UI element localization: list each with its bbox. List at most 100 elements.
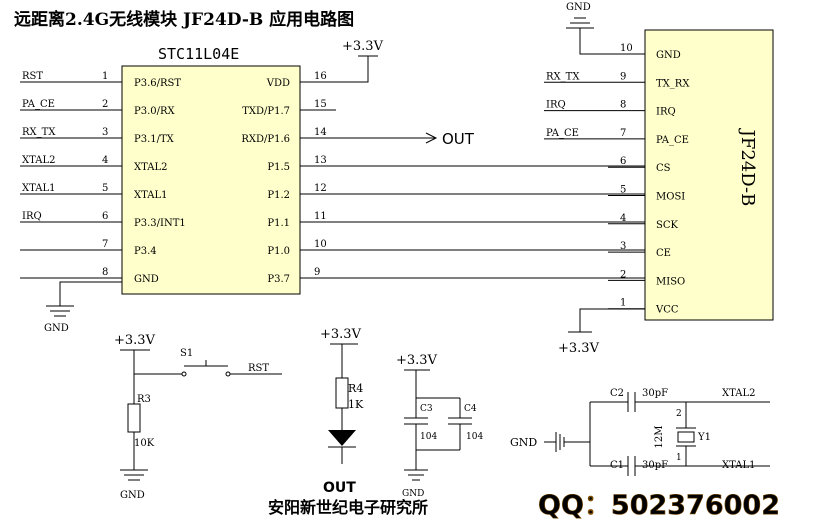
mcu-pin-number: 10 [314,239,327,250]
module-net-label: IRQ [546,100,566,111]
mcu-pin-number: 4 [102,155,108,166]
y1-pin2: 2 [676,409,682,419]
mcu-gnd: GND [44,281,122,334]
mcu-pin-name: XTAL1 [134,190,167,201]
mcu-pin-name: P3.4 [134,246,157,257]
mcu-ic: STC11L04E 1P3.6/RSTRST2P3.0/RXPA_CE3P3.1… [20,45,336,295]
mcu-net-label: PA_CE [22,99,55,110]
module-pin-number: 2 [620,269,626,280]
r4-resistor [335,377,349,409]
mcu-net-label: XTAL2 [22,155,55,166]
mcu-gnd-label: GND [44,323,69,334]
c4-value: 104 [466,432,483,442]
mcu-net-label: RST [22,71,43,82]
mcu-pin-number: 12 [314,183,327,194]
mcu-pin-number: 7 [102,239,108,250]
c2-label: C2 [610,388,624,399]
module-net-label: PA_CE [546,128,579,139]
mcu-pin-name: TXD/P1.7 [242,106,290,117]
mcu-pin-name: XTAL2 [134,162,167,173]
reset-vcc-label: +3.3V [114,333,156,348]
led-circuit: +3.3V R4 1K OUT [320,327,364,496]
cap-gnd-label: GND [402,489,424,499]
led-vcc-label: +3.3V [320,327,362,342]
r3-resistor [127,403,141,433]
mcu-pin-name: P3.7 [267,274,290,285]
c2-value: 30pF [642,388,668,399]
s1-label: S1 [180,348,193,359]
mcu-pin-number: 13 [314,155,327,166]
vdd-wire [300,56,369,83]
uart-out-arrow: OUT [300,130,475,148]
mcu-name: STC11L04E [158,45,239,63]
r4-value: 1K [348,398,364,411]
mcu-net-label: IRQ [22,211,42,222]
spi-bus-wires [300,109,645,279]
out-arrowhead [425,132,438,144]
reset-net-label: RST [248,363,269,374]
module-pin-name: CS [656,163,671,174]
mcu-net-label: RX_TX [22,127,56,138]
module-pin-name: SCK [656,220,679,231]
module-pin-number: 7 [620,128,626,139]
led-diode [328,430,356,446]
c1-value: 30pF [642,460,668,471]
module-pin-number: 5 [620,185,626,196]
qq-contact: QQ：502376002 [538,490,780,520]
mcu-pin-number: 3 [102,127,108,138]
rf-module: JF24D-B 10GND9TX_RXRX_TX8IRQIRQ7PA_CEPA_… [544,29,774,321]
mcu-pin-number: 11 [314,211,327,222]
led-out-label: OUT [323,480,356,496]
mcu-pin-number: 8 [102,267,108,278]
mcu-pin-name: GND [134,274,159,285]
y1-pin1: 1 [676,453,682,463]
mcu-net-label: XTAL1 [22,183,55,194]
r3-value: 10K [134,438,155,449]
mcu-pin-number: 14 [314,127,327,138]
decoupling-caps: +3.3V C3 C4 104 104 GND [396,353,483,499]
mcu-pin-number: 9 [314,267,320,278]
module-net-label: RX_TX [546,71,580,82]
module-pin-number: 10 [620,43,633,54]
module-name: JF24D-B [737,128,758,207]
mcu-left-pins: 1P3.6/RSTRST2P3.0/RXPA_CE3P3.1/TXRX_TX4X… [20,71,186,285]
module-gnd: GND [566,2,645,55]
diagram-title: 远距离2.4G无线模块 JF24D-B 应用电路图 [14,9,354,30]
mcu-pin-name: P3.6/RST [134,78,181,89]
cap-vcc-label: +3.3V [396,353,438,368]
module-pin-name: MOSI [656,192,685,203]
module-pin-name: IRQ [656,107,676,118]
mcu-body [121,65,301,295]
xtal2-net-label: XTAL2 [722,388,755,399]
module-pin-number: 4 [620,213,626,224]
mcu-pin-name: P3.3/INT1 [134,218,186,229]
mcu-pin-number: 1 [102,71,108,82]
crystal-circuit: GND C2 30pF XTAL2 C1 30pF XTAL1 Y1 12M 2… [510,388,770,476]
c1-label: C1 [610,460,624,471]
module-pin-number: 6 [620,156,626,167]
y1-label: Y1 [697,432,711,443]
module-body [644,29,774,321]
module-pin-name: VCC [655,305,679,316]
mcu-pin-name: P1.1 [267,218,290,229]
out-arrow-label: OUT [442,130,475,148]
reset-gnd-label: GND [120,490,145,501]
module-pin-number: 3 [620,241,626,252]
mcu-pin-name: P3.1/TX [134,134,175,145]
mcu-pin-name: RXD/P1.6 [241,134,290,145]
module-pin-name: TX_RX [656,78,690,89]
c4-label: C4 [464,404,477,414]
mcu-pin-number: 15 [314,99,327,110]
y1-value: 12M [654,426,665,449]
mcu-pin-number: 2 [102,99,108,110]
vdd-label: +3.3V [342,39,384,54]
module-vcc-label: +3.3V [558,341,600,356]
module-gnd-label: GND [566,2,591,13]
mcu-gnd-wire [59,281,122,306]
module-vcc: +3.3V [558,308,645,356]
r3-label: R3 [137,394,151,405]
module-pin-name: CE [656,248,671,259]
r4-label: R4 [348,382,363,395]
